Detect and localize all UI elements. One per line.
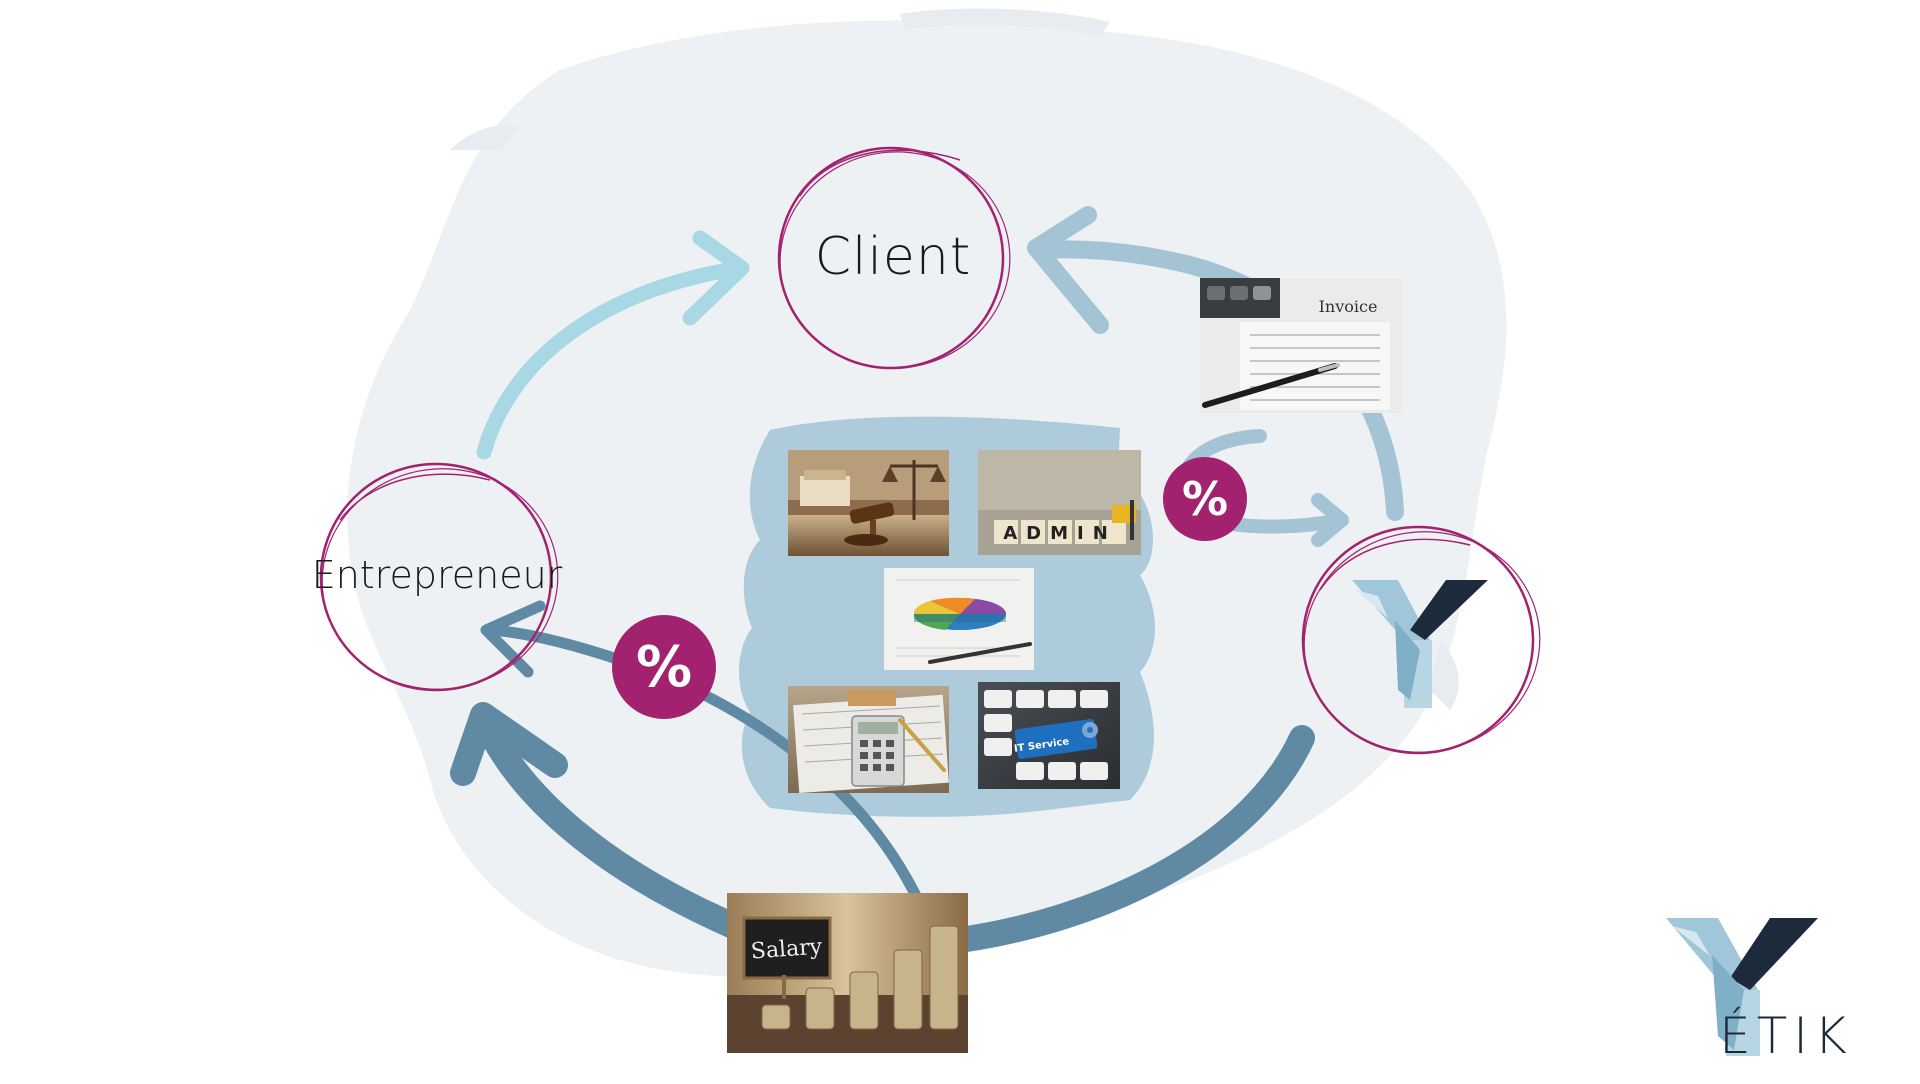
percent-badge-salary-text: % (636, 635, 692, 700)
entrepreneur-label: Entrepreneur (311, 553, 563, 597)
arrow-yetik-to-client-head (1027, 206, 1109, 334)
arrow-yetik-to-entrepreneur-head (450, 702, 568, 786)
yetik-logo-icon (1352, 580, 1488, 708)
pie-chart-image (884, 568, 1034, 670)
salary-caption: Salary (750, 935, 823, 965)
invoice-caption: Invoice (1319, 297, 1378, 316)
calculator-image (788, 686, 949, 794)
client-label: Client (814, 227, 972, 287)
salary-image: Salary (727, 893, 968, 1053)
percent-badge-yetik: % (1163, 457, 1247, 541)
arrow-salary-to-entrepreneur-head (480, 600, 546, 678)
admin-image: ADMIN (978, 450, 1141, 555)
arrow-entrepreneur-to-client (476, 260, 748, 460)
law-image (788, 450, 949, 556)
coin-stacks (761, 925, 959, 1030)
client-node-circle (777, 146, 1011, 370)
yetik-node-circle (1301, 525, 1541, 755)
arrow-invoice-to-yetik-head (1311, 493, 1349, 547)
brand-name: ÉTIK (1719, 1007, 1853, 1065)
percent-badge-yetik-text: % (1182, 472, 1228, 526)
arrow-entrepreneur-to-client-head (682, 230, 750, 326)
entrepreneur-node-circle (319, 462, 559, 692)
invoice-image: Invoice (1200, 278, 1403, 413)
brand-logo-icon (1666, 918, 1818, 1056)
percent-badge-salary: % (612, 615, 716, 719)
admin-letter-blocks (994, 520, 1126, 544)
it-service-image: IT Service (978, 682, 1120, 789)
admin-caption: ADMIN (1003, 523, 1117, 544)
